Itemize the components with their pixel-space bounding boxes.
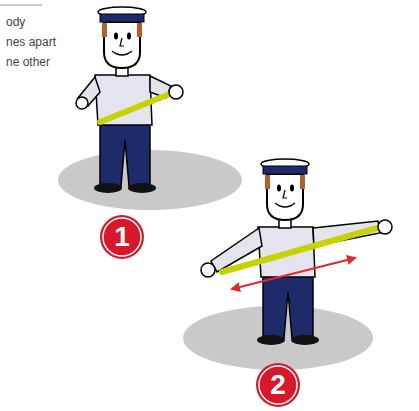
head: [104, 22, 140, 68]
hair: [265, 175, 270, 189]
eye: [277, 185, 281, 192]
nose: [120, 38, 124, 46]
shoe: [94, 183, 122, 193]
head: [267, 174, 303, 220]
nose: [283, 190, 287, 198]
arm-band: [222, 228, 377, 272]
cap-band: [263, 166, 307, 174]
hair: [137, 23, 142, 37]
eye: [290, 185, 294, 192]
hair: [102, 23, 107, 37]
eye: [127, 33, 131, 40]
motion-arrow: [232, 258, 355, 289]
arm-band: [100, 93, 172, 122]
mouth: [275, 203, 295, 207]
cap-band: [100, 14, 144, 22]
callout-disc: [256, 363, 300, 407]
hand: [201, 263, 215, 277]
callout-number: 2: [255, 362, 301, 408]
callout-circle: 1: [99, 214, 145, 260]
cropped-text: nes apart: [6, 35, 56, 49]
shoe: [291, 335, 319, 345]
hand: [76, 97, 88, 109]
callout-disc: [100, 215, 144, 259]
mouth: [112, 51, 132, 55]
hand: [378, 220, 392, 234]
callout-circle: 2: [255, 362, 301, 408]
shoe: [257, 335, 285, 345]
cropped-text: ne other: [6, 55, 50, 69]
rule-line: [0, 4, 42, 5]
hair: [300, 175, 305, 189]
eye: [114, 33, 118, 40]
shoe: [128, 183, 156, 193]
trousers: [100, 118, 150, 186]
callout-number: 1: [99, 214, 145, 260]
cropped-text: ody: [6, 15, 25, 29]
hand: [169, 85, 183, 99]
